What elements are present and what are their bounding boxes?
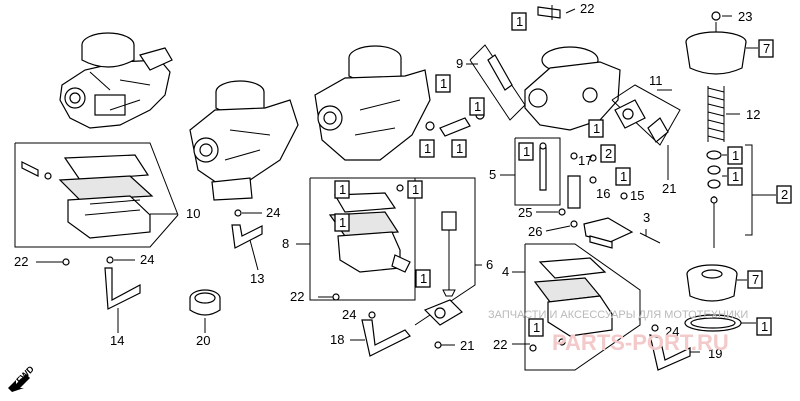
ref-box-1: 1 — [756, 317, 772, 336]
svg-text:1: 1 — [761, 319, 768, 334]
callout-14: 14 — [110, 333, 124, 348]
callout-21: 21 — [662, 181, 676, 196]
carburetor-body-left — [59, 32, 173, 129]
ref-box-1: 1 — [451, 139, 467, 158]
float-bowl-group-left — [14, 142, 179, 248]
ref-box-1: 1 — [528, 318, 544, 337]
link-plate-3 — [583, 217, 661, 249]
svg-text:1: 1 — [412, 182, 419, 197]
ref-box-1: 1 — [727, 167, 743, 186]
svg-text:1: 1 — [456, 141, 463, 156]
watermark-text: ЗАПЧАСТИ И АКСЕССУАРЫ ДЛЯ МОТОТЕХНИКИ — [488, 309, 748, 321]
callout-24: 24 — [140, 252, 154, 267]
svg-text:7: 7 — [752, 272, 759, 287]
svg-text:2: 2 — [781, 187, 788, 202]
callout-20: 20 — [196, 333, 210, 348]
float-bowl-group-4 — [512, 243, 641, 371]
cap-7-top — [685, 11, 747, 75]
svg-text:1: 1 — [732, 169, 739, 184]
ref-box-1: 1 — [407, 180, 423, 199]
ref-box-2: 2 — [600, 144, 616, 163]
svg-text:1: 1 — [533, 320, 540, 335]
callout-26: 26 — [528, 224, 542, 239]
callout-16: 16 — [596, 186, 610, 201]
ref-box-1: 1 — [727, 146, 743, 165]
svg-text:1: 1 — [523, 144, 530, 159]
fwd-arrow-icon — [8, 374, 30, 392]
spring-12 — [707, 86, 740, 142]
jet-group-5 — [500, 137, 561, 206]
ref-box-1: 1 — [415, 269, 431, 288]
callout-11: 11 — [649, 73, 663, 88]
ref-box-2: 2 — [776, 185, 792, 204]
carburetor-body-3 — [314, 45, 431, 161]
ref-box-1: 1 — [419, 139, 435, 158]
ref-box-1: 1 — [435, 74, 451, 93]
callout-24: 24 — [342, 307, 356, 322]
jet-group-16-17 — [558, 152, 628, 228]
ref-box-1: 1 — [615, 167, 631, 186]
svg-text:1: 1 — [593, 121, 600, 136]
callout-19: 19 — [708, 346, 722, 361]
callout-24: 24 — [266, 205, 280, 220]
o-ring — [684, 314, 756, 332]
piston-parts-2 — [706, 144, 753, 248]
tube-19 — [649, 324, 700, 371]
svg-text:7: 7 — [763, 41, 770, 56]
svg-text:1: 1 — [339, 215, 346, 230]
svg-text:1: 1 — [474, 99, 481, 114]
callout-5: 5 — [489, 167, 496, 182]
svg-text:1: 1 — [732, 148, 739, 163]
callout-15: 15 — [630, 188, 644, 203]
callout-6: 6 — [486, 257, 493, 272]
callout-3: 3 — [643, 210, 650, 225]
ref-box-1: 1 — [588, 119, 604, 138]
callout-23: 23 — [738, 9, 752, 24]
carburetor-body-4 — [524, 5, 621, 131]
ref-box-1: 1 — [334, 213, 350, 232]
svg-text:1: 1 — [339, 182, 346, 197]
svg-text:1: 1 — [424, 141, 431, 156]
callout-13: 13 — [250, 271, 264, 286]
tube-13 — [231, 209, 263, 271]
callout-22: 22 — [290, 289, 304, 304]
diaphragm-parts-11 — [611, 84, 681, 180]
svg-text:1: 1 — [620, 169, 627, 184]
callout-24: 24 — [665, 324, 679, 339]
callout-25: 25 — [518, 205, 532, 220]
callout-18: 18 — [330, 332, 344, 347]
callout-22: 22 — [493, 337, 507, 352]
ring-20 — [189, 289, 221, 333]
svg-text:1: 1 — [516, 14, 523, 29]
float-bowl-group-8 — [296, 177, 416, 301]
ref-box-1: 1 — [334, 180, 350, 199]
ref-box-1: 1 — [469, 97, 485, 116]
ref-box-7: 7 — [747, 270, 763, 289]
callout-22: 22 — [580, 1, 594, 16]
svg-text:1: 1 — [420, 271, 427, 286]
cap-7-lower — [686, 264, 738, 302]
callout-4: 4 — [502, 264, 509, 279]
ref-box-1: 1 — [518, 142, 534, 161]
callout-22: 22 — [14, 254, 28, 269]
needle-assembly-6 — [414, 177, 482, 326]
callout-8: 8 — [282, 236, 289, 251]
svg-text:2: 2 — [605, 146, 612, 161]
ref-box-7: 7 — [758, 39, 774, 58]
ref-box-1: 1 — [511, 12, 527, 31]
tube-14 — [104, 256, 141, 333]
carburetor-body-2 — [189, 80, 299, 201]
callout-10: 10 — [186, 206, 200, 221]
watermark-logo: PARTS-PORT.RU — [552, 330, 729, 355]
callout-17: 17 — [578, 153, 592, 168]
callout-9: 9 — [456, 56, 463, 71]
tube-18 — [318, 293, 455, 357]
svg-text:1: 1 — [440, 76, 447, 91]
callout-21: 21 — [460, 338, 474, 353]
callout-12: 12 — [746, 107, 760, 122]
